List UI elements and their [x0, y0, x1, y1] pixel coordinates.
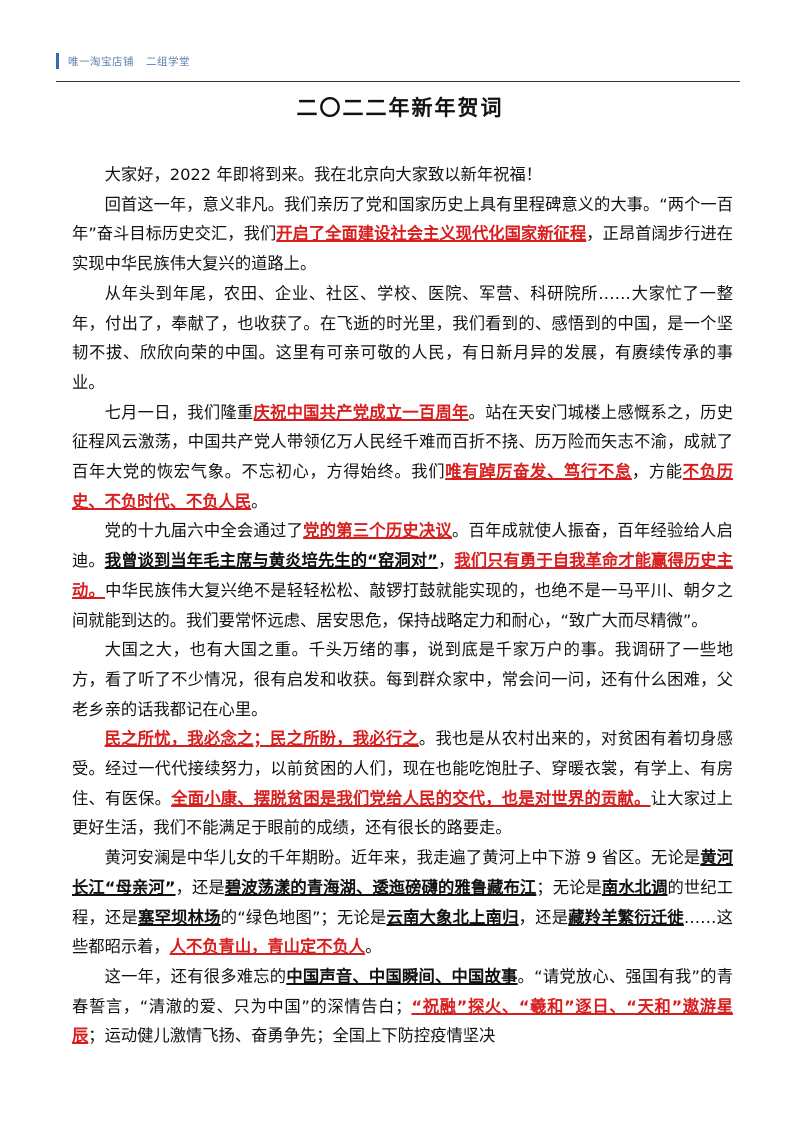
text-run: 的“绿色地图”；无论是 [220, 907, 387, 927]
highlight-bold: 塞罕坝林场 [138, 907, 221, 927]
text-run: ， [437, 551, 455, 571]
highlight-red: 人不负青山，青山定不负人 [169, 937, 366, 957]
text-run: 大家好，2022 年即将到来。我在北京向大家致以新年祝福！ [104, 165, 542, 184]
highlight-red: 不负历史、不负时代、不负人民 [72, 462, 733, 511]
paragraph: 大国之大，也有大国之重。千头万绪的事，说到底是千家万户的事。我调研了一些地方，看… [72, 635, 733, 724]
paragraph: 这一年，还有很多难忘的中国声音、中国瞬间、中国故事。“请党放心、强国有我”的青春… [72, 962, 733, 1051]
text-run: ；运动健儿激情飞扬、奋勇争先；全国上下防控疫情坚决 [88, 1026, 496, 1046]
header-divider [56, 81, 740, 82]
text-run: 党的十九届六中全会通过了 [104, 521, 304, 541]
highlight-red: 全面小康、摆脱贫困是我们党给人民的交代，也是对世界的贡献。 [171, 788, 651, 808]
highlight-red: 开启了全面建设社会主义现代化国家新征程 [276, 224, 587, 244]
text-run: ……这些都昭示着， [72, 907, 733, 957]
text-run: 。站在天安门城楼上感慨系之，历史征程风云激荡，中国共产党人带领亿万人民经千难而百… [72, 402, 733, 482]
highlight-bold: 我曾谈到当年毛主席与黄炎培先生的“窑洞对” [104, 551, 438, 571]
highlight-red: 唯有踔厉奋发、笃行不怠 [445, 462, 632, 482]
text-run: 。 [365, 937, 382, 957]
text-run: 大国之大，也有大国之重。千头万绪的事，说到底是千家万户的事。我调研了一些地方，看… [72, 640, 733, 719]
highlight-red: 庆祝中国共产党成立一百周年 [253, 402, 469, 422]
highlight-bold: 藏羚羊繁衍迁徙 [568, 907, 684, 927]
text-run: 七月一日，我们隆重 [104, 402, 254, 422]
text-run: 中华民族伟大复兴绝不是轻轻松松、敲锣打鼓就能实现的，也绝不是一马平川、朝夕之间就… [72, 580, 733, 630]
paragraph: 黄河安澜是中华儿女的千年期盼。近年来，我走遍了黄河上中下游 9 省区。无论是黄河… [72, 843, 733, 962]
header-store: 唯一淘宝店铺 [68, 56, 134, 68]
text-run: 黄河安澜是中华儿女的千年期盼。近年来，我走遍了黄河上中下游 9 省区。无论是 [104, 848, 701, 868]
highlight-bold: 南水北调 [601, 877, 668, 897]
text-run: 的世纪工程，还是 [72, 877, 733, 927]
text-run: 。我也是从农村出来的，对贫困有着切身感受。经过一代代接续努力，以前贫困的人们，现… [72, 729, 733, 808]
paragraph: 从年头到年尾，农田、企业、社区、学校、医院、军营、科研院所……大家忙了一整年，付… [72, 279, 733, 398]
text-run: 回首这一年，意义非凡。我们亲历了党和国家历史上具有里程碑意义的大事。“两个一百年… [72, 194, 733, 244]
text-run: 。“请党放心、强国有我”的青春誓言，“清澈的爱、只为中国”的深情告白； [72, 966, 733, 1016]
paragraph: 大家好，2022 年即将到来。我在北京向大家致以新年祝福！ [72, 160, 733, 190]
text-run: 。 [251, 491, 268, 511]
text-run: ，还是 [518, 907, 569, 927]
text-run: 让大家过上更好生活，我们不能满足于眼前的成绩，还有很长的路要走。 [72, 788, 733, 838]
highlight-red: 我们只有勇于自我革命才能赢得历史主动。 [72, 551, 733, 600]
text-run: 从年头到年尾，农田、企业、社区、学校、医院、军营、科研院所……大家忙了一整年，付… [72, 283, 733, 392]
page-header: 唯一淘宝店铺二组学堂 [68, 54, 190, 69]
highlight-red: 民之所忧，我必念之；民之所盼，我必行之 [104, 729, 419, 749]
paragraph: 党的十九届六中全会通过了党的第三个历史决议。百年成就使人振奋，百年经验给人启迪。… [72, 516, 733, 635]
header-accent-bar [56, 53, 59, 69]
paragraph: 民之所忧，我必念之；民之所盼，我必行之。我也是从农村出来的，对贫困有着切身感受。… [72, 724, 733, 843]
paragraph: 回首这一年，意义非凡。我们亲历了党和国家历史上具有里程碑意义的大事。“两个一百年… [72, 190, 733, 279]
highlight-red: “祝融”探火、“羲和”逐日、“天和”遨游星辰 [72, 996, 733, 1046]
highlight-bold: 云南大象北上南归 [386, 907, 519, 927]
document-body: 大家好，2022 年即将到来。我在北京向大家致以新年祝福！ 回首这一年，意义非凡… [72, 160, 733, 1051]
document-title: 二〇二二年新年贺词 [296, 96, 504, 120]
paragraph: 七月一日，我们隆重庆祝中国共产党成立一百周年。站在天安门城楼上感慨系之，历史征程… [72, 398, 733, 517]
text-run: 。百年成就使人振奋，百年经验给人启迪。 [72, 521, 733, 571]
highlight-bold: 黄河长江“母亲河” [72, 848, 733, 897]
text-run: ；无论是 [536, 877, 602, 897]
text-run: ，方能 [631, 462, 683, 482]
text-run: ，还是 [175, 877, 225, 897]
text-run: ，正昂首阔步行进在实现中华民族伟大复兴的道路上。 [72, 224, 733, 274]
highlight-bold: 碧波荡漾的青海湖、逶迤磅礴的雅鲁藏布江 [224, 877, 537, 897]
text-run: 这一年，还有很多难忘的 [104, 966, 287, 986]
highlight-bold: 中国声音、中国瞬间、中国故事 [286, 966, 518, 986]
header-group: 二组学堂 [146, 56, 190, 68]
highlight-red: 党的第三个历史决议 [303, 521, 452, 541]
